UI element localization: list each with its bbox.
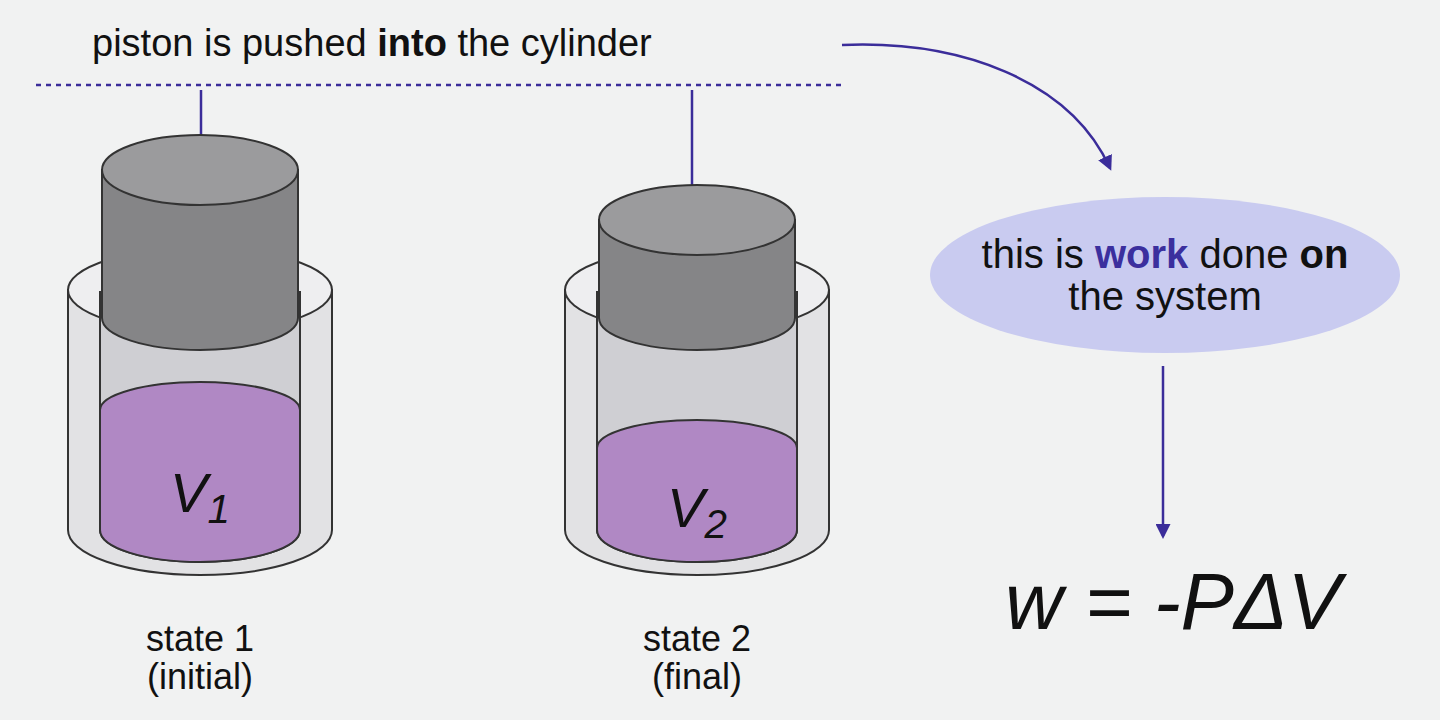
callout-ellipse: this is work done on the system [930, 197, 1400, 353]
reference-line [36, 84, 846, 87]
cylinder-state: V2 state 2 (final) [557, 130, 837, 710]
caption-label: piston is pushed into the cylinder [88, 22, 656, 65]
callout-text: this is work done on the system [980, 233, 1350, 317]
state-label: state 1 (initial) [100, 620, 300, 696]
formula: w = -PΔV [1005, 562, 1341, 642]
cylinder [68, 135, 332, 575]
leader-arrow [842, 45, 1110, 168]
volume-label: V2 [667, 480, 727, 536]
state-label: state 2 (final) [597, 620, 797, 696]
leader-arrow [1162, 366, 1165, 536]
cylinder [565, 185, 829, 575]
volume-label: V1 [170, 465, 230, 521]
cylinder-state: V1 state 1 (initial) [60, 130, 340, 710]
